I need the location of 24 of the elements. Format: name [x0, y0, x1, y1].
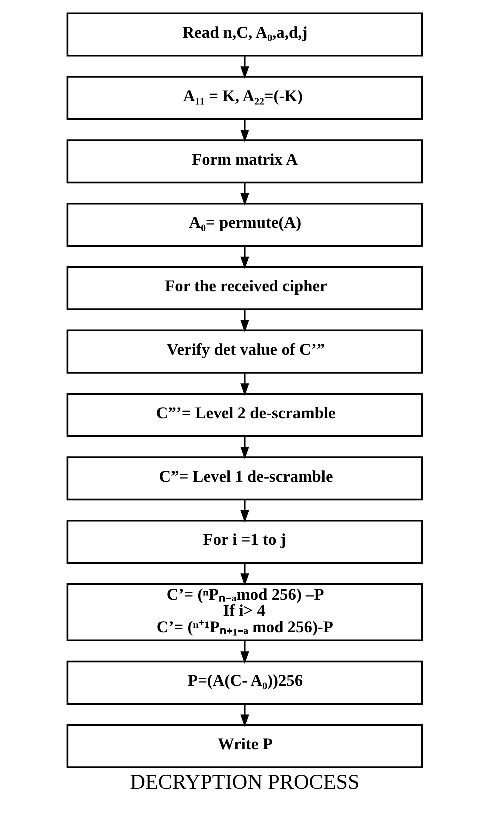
node-box: A₁₁ = K, A₂₂=(-K): [66, 76, 424, 120]
arrow: [240, 372, 250, 396]
node-box: Read n,C, A₀,a,d,j: [66, 12, 424, 57]
node-box: For i =1 to j: [66, 520, 424, 564]
arrow: [240, 182, 250, 206]
arrow: [240, 563, 250, 586]
node-box: Form matrix A: [66, 140, 424, 184]
node-box: A₀= permute(A): [66, 202, 424, 248]
node-box: Verify det value of C’”: [66, 330, 424, 374]
arrow: [240, 500, 250, 523]
arrow: [240, 246, 250, 270]
node-box: Write P: [66, 724, 424, 768]
node-box: For the received cipher: [66, 266, 424, 310]
arrow: [240, 310, 250, 333]
node-box: C”= Level 1 de-scramble: [66, 456, 424, 501]
node-box: P=(A(C- A₀))256: [66, 660, 424, 705]
arrow: [240, 436, 250, 460]
arrow: [240, 704, 250, 728]
arrow: [240, 119, 250, 142]
arrow: [240, 640, 250, 664]
node-box: C”’= Level 2 de-scramble: [66, 393, 424, 438]
arrow: [240, 56, 250, 80]
caption: DECRYPTION PROCESS: [130, 770, 360, 794]
node-box: C’= (ⁿPₙ₋ₐmod 256) –P If i> 4 C’= (ⁿ⁺¹Pₙ₊₁₋ₐ mod 256)-P: [66, 583, 424, 642]
